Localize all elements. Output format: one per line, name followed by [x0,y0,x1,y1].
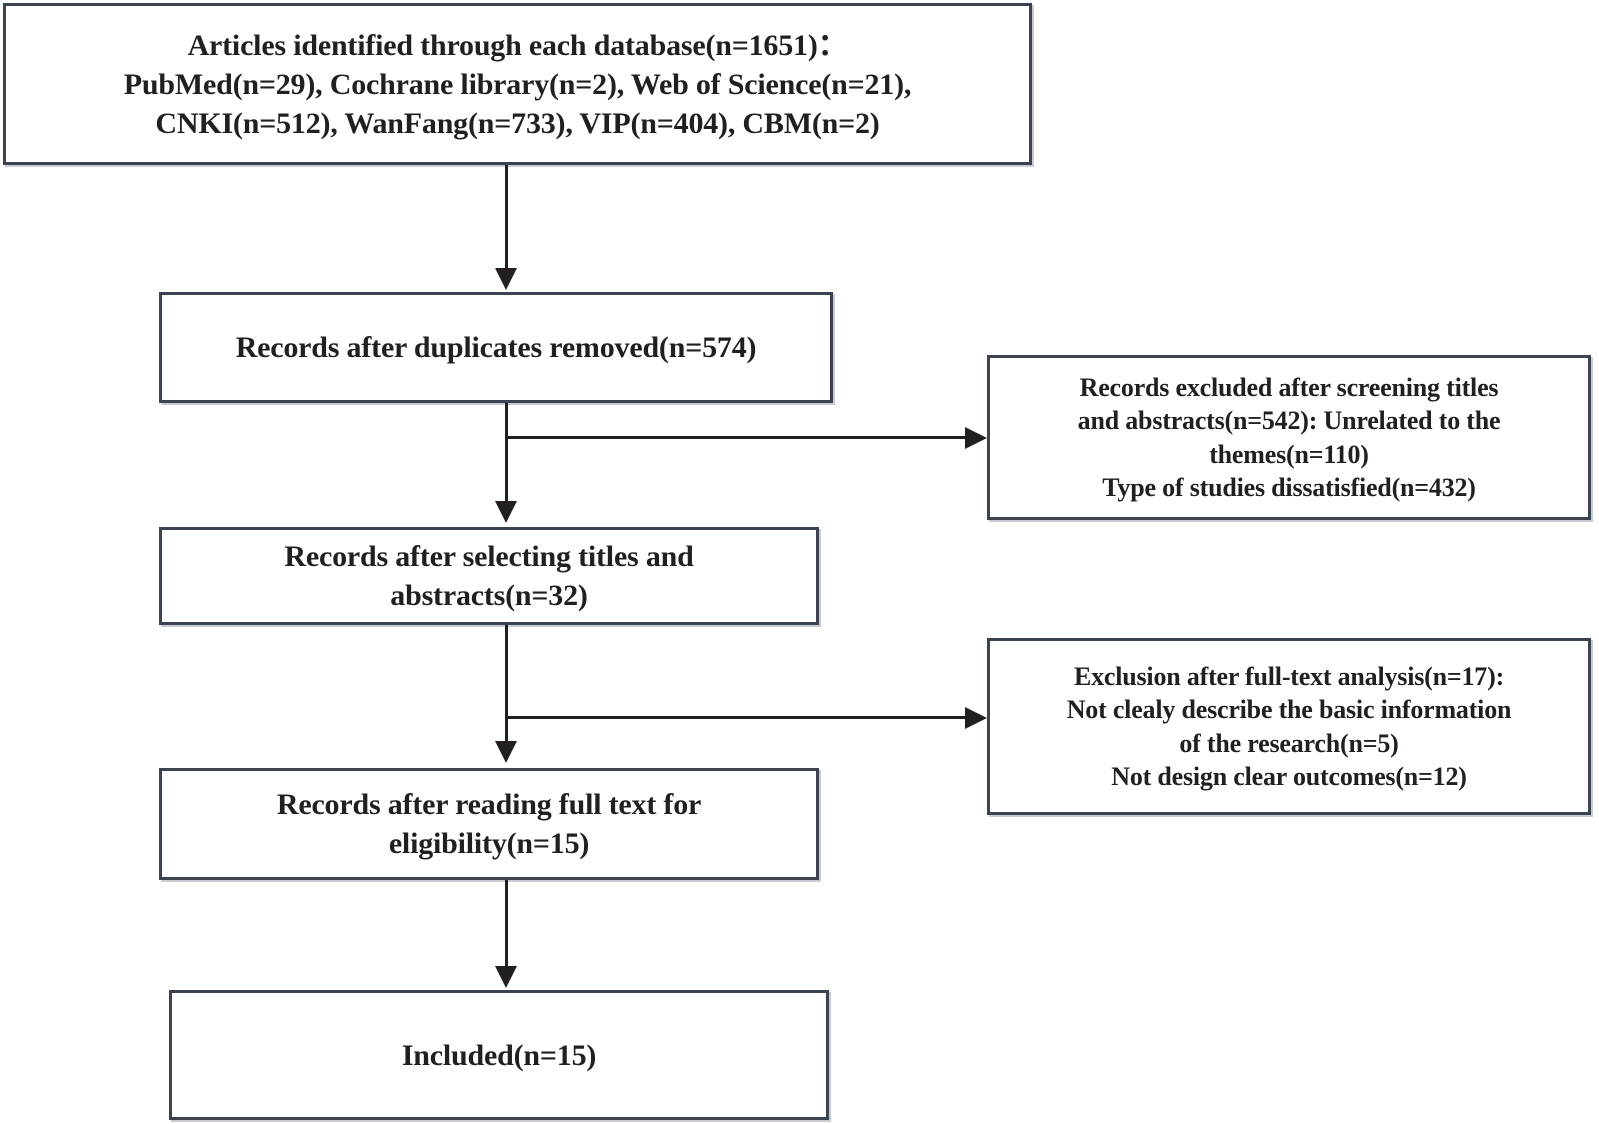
arrow-duplicates-to-exclusion-screening-icon [965,427,987,449]
connector-screened-to-exclusion-fulltext [505,716,973,719]
connector-duplicates-to-screened [505,403,508,503]
connector-screened-to-fulltext [505,625,508,743]
box-records-excluded-screening-text: Records excluded after screening titles … [1077,372,1501,502]
box-records-full-text-eligibility-text: Records after reading full text for elig… [276,788,702,860]
box-articles-identified: Articles identified through each databas… [3,3,1032,165]
connector-duplicates-to-exclusion-screening [505,436,973,439]
box-records-excluded-screening: Records excluded after screening titles … [987,355,1591,520]
arrow-duplicates-to-screened-icon [495,501,517,523]
box-duplicates-removed-text: Records after duplicates removed(n=574) [235,331,757,364]
box-exclusion-full-text: Exclusion after full-text analysis(n=17)… [987,638,1591,815]
connector-fulltext-to-included [505,880,508,970]
box-articles-identified-text: Articles identified through each databas… [123,28,912,140]
box-duplicates-removed: Records after duplicates removed(n=574) [159,292,833,403]
box-records-after-selecting: Records after selecting titles and abstr… [159,527,819,625]
box-exclusion-full-text-text: Exclusion after full-text analysis(n=17)… [1066,661,1512,791]
box-records-after-selecting-text: Records after selecting titles and abstr… [284,540,694,612]
arrow-screened-to-exclusion-fulltext-icon [965,707,987,729]
arrow-screened-to-fulltext-icon [495,741,517,763]
box-records-full-text-eligibility: Records after reading full text for elig… [159,768,819,880]
arrow-identification-to-duplicates-icon [495,268,517,290]
box-included: Included(n=15) [169,990,829,1120]
connector-identification-to-duplicates [505,165,508,272]
box-included-text: Included(n=15) [401,1038,597,1072]
arrow-fulltext-to-included-icon [495,966,517,988]
